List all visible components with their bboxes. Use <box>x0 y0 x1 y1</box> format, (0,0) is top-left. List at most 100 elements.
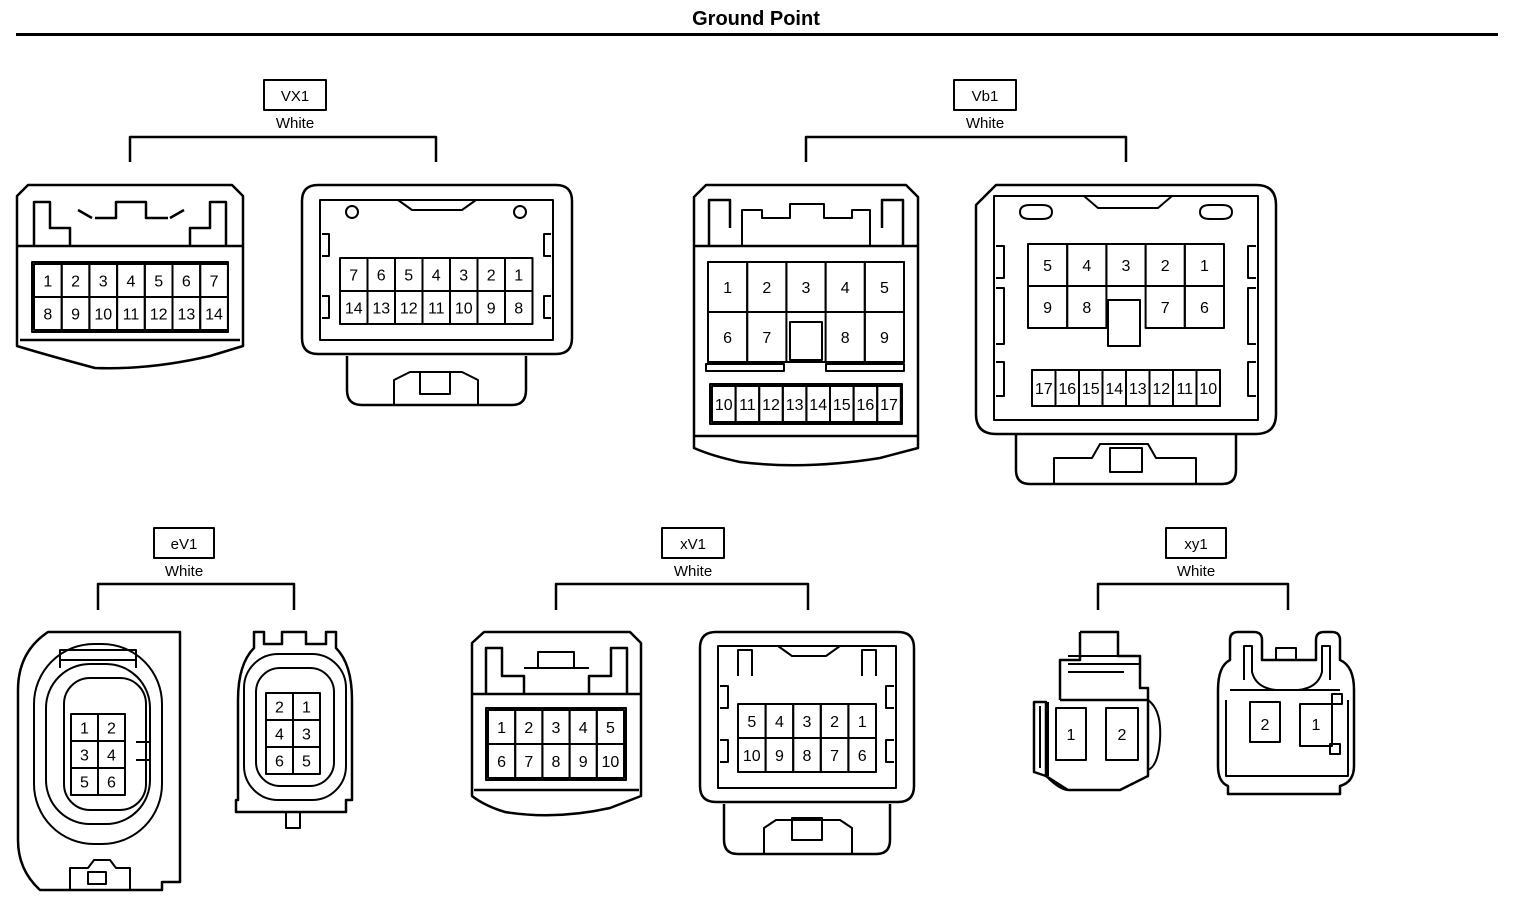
pin-cell <box>97 767 126 796</box>
connector-code: VX1 <box>281 88 309 105</box>
pin-number: 12 <box>762 397 780 414</box>
pin-cell <box>292 746 321 775</box>
pin-number: 2 <box>1118 727 1127 744</box>
pin-number: 16 <box>857 397 875 414</box>
pin-cell <box>746 311 788 363</box>
pin-number: 11 <box>428 300 445 317</box>
pin-number: 15 <box>1082 381 1100 398</box>
pin-number: 7 <box>210 273 219 290</box>
pin-number: 3 <box>80 747 89 764</box>
pin-number: 6 <box>377 267 386 284</box>
bracket-line <box>804 135 1128 162</box>
pin-number: 6 <box>275 753 284 770</box>
connector-code-box <box>953 79 1017 111</box>
pin-number: 1 <box>514 267 523 284</box>
pin-number: 1 <box>1312 717 1321 734</box>
pin-number: 14 <box>345 300 363 317</box>
pin-number: 14 <box>205 306 223 323</box>
pin-cell <box>595 743 625 779</box>
pin-number: 15 <box>833 397 851 414</box>
pin-number: 4 <box>432 267 441 284</box>
pin-cell <box>504 290 534 325</box>
pin-number: 1 <box>80 720 89 737</box>
pin-number: 8 <box>552 754 561 771</box>
pin-number: 8 <box>1082 300 1091 317</box>
pin-number: 3 <box>99 273 108 290</box>
pin-number: 9 <box>71 306 80 323</box>
pin-number: 1 <box>43 273 52 290</box>
pin-number: 6 <box>107 774 116 791</box>
pin-number: 3 <box>552 720 561 737</box>
pin-cell <box>1066 285 1108 329</box>
pin-number: 9 <box>775 748 784 765</box>
pin-number: 3 <box>459 267 468 284</box>
pin-number: 1 <box>302 699 311 716</box>
bracket-line <box>96 582 296 610</box>
pin-number: 13 <box>786 397 804 414</box>
pin-number: 2 <box>487 267 496 284</box>
pin-number: 9 <box>880 330 889 347</box>
pin-number: 1 <box>858 714 867 731</box>
pin-number: 1 <box>1067 727 1076 744</box>
pin-number: 6 <box>497 754 506 771</box>
pin-number: 8 <box>841 330 850 347</box>
pin-number: 8 <box>514 300 523 317</box>
pin-number: 14 <box>809 397 827 414</box>
pin-number: 17 <box>880 397 898 414</box>
pin-number: 10 <box>94 306 112 323</box>
pin-number: 2 <box>107 720 116 737</box>
pin-cell <box>847 737 878 773</box>
pin-number: 4 <box>107 747 116 764</box>
pin-number: 2 <box>71 273 80 290</box>
pin-number: 2 <box>830 714 839 731</box>
pin-cell <box>863 311 905 363</box>
pin-number: 2 <box>1261 717 1270 734</box>
connector-code-box <box>153 527 215 559</box>
pin-number: 2 <box>762 280 771 297</box>
connector-code-box <box>1165 527 1227 559</box>
pin-number: 7 <box>1161 300 1170 317</box>
pin-number: 10 <box>1199 381 1217 398</box>
page-title: Ground Point <box>692 8 820 30</box>
pin-number: 7 <box>830 748 839 765</box>
pin-number: 10 <box>743 748 761 765</box>
pin-number: 11 <box>123 306 140 323</box>
connector-code: eV1 <box>171 536 198 553</box>
pin-number: 4 <box>579 720 588 737</box>
bracket-line <box>554 582 810 610</box>
pin-number: 10 <box>715 397 733 414</box>
connector-color: White <box>674 563 712 580</box>
pin-number: 6 <box>1200 300 1209 317</box>
pin-number: 5 <box>154 273 163 290</box>
connector-color: White <box>966 115 1004 132</box>
pin-number: 3 <box>802 280 811 297</box>
bracket-line <box>128 135 438 162</box>
pin-number: 1 <box>1200 258 1209 275</box>
pin-number: 14 <box>1105 381 1123 398</box>
connector-color: White <box>165 563 203 580</box>
connector-code-box <box>661 527 725 559</box>
pin-number: 3 <box>803 714 812 731</box>
pin-number: 2 <box>275 699 284 716</box>
pin-number: 12 <box>150 306 168 323</box>
pin-number: 10 <box>455 300 473 317</box>
pin-number: 7 <box>762 330 771 347</box>
